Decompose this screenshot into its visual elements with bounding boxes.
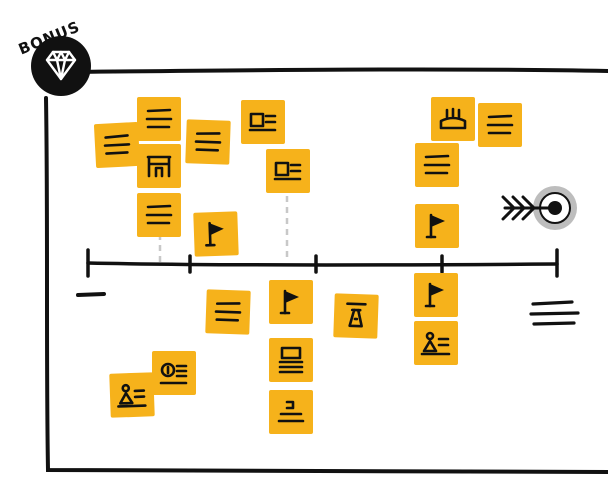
- sticky-note: [205, 289, 251, 335]
- arrow-target-icon: [503, 186, 577, 230]
- sticky-note: [269, 338, 313, 382]
- sticky-note: [152, 351, 196, 395]
- sticky-note: [266, 149, 310, 193]
- sticky-note: [137, 144, 181, 188]
- sticky-note: [431, 97, 475, 141]
- sticky-note: [414, 273, 458, 317]
- sticky-note: [137, 97, 181, 141]
- sticky-note: [269, 280, 313, 324]
- sticky-note: [414, 321, 458, 365]
- sticky-note: [333, 293, 379, 339]
- timeline-axis: [88, 250, 557, 276]
- sticky-note: [241, 100, 285, 144]
- dash-icon: [78, 294, 104, 295]
- sticky-note: [193, 211, 239, 257]
- lines-icon: [531, 302, 578, 324]
- sticky-note: [137, 193, 181, 237]
- sticky-note: [185, 119, 231, 165]
- sticky-note: [269, 390, 313, 434]
- sticky-note: [415, 143, 459, 187]
- sticky-note: [109, 372, 155, 418]
- sticky-note: [478, 103, 522, 147]
- sticky-note: [94, 122, 140, 168]
- sticky-note: [415, 204, 459, 248]
- bonus-badge: BONUS: [16, 17, 91, 96]
